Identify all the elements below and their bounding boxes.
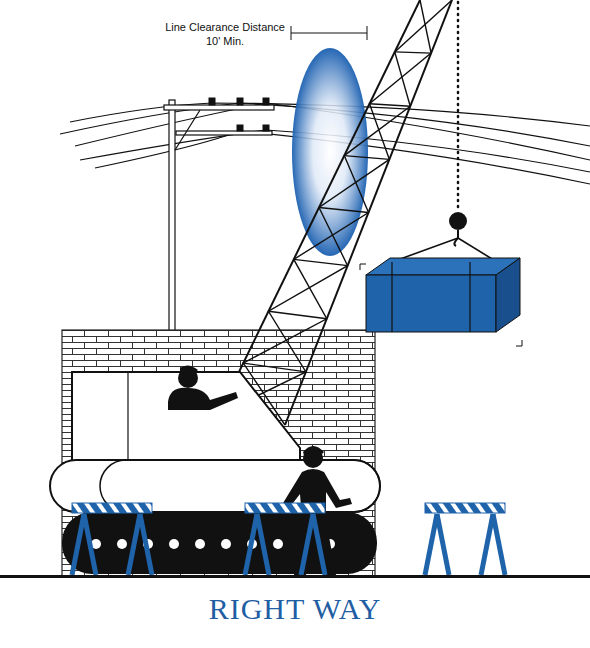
dimension-value-slot: 10' Min. [206,35,244,48]
dimension-value: 10' Min. [206,35,244,48]
crane-cab [72,365,300,462]
dimension-bracket [291,26,367,40]
hook-and-load [360,2,522,346]
crane-boom [218,0,452,425]
dimension-label: Line Clearance Distance [165,21,285,34]
ground-line [0,575,590,578]
barricades [72,503,505,575]
clearance-zone [292,48,368,256]
crawler-tracks [50,460,380,574]
caption: RIGHT WAY [209,592,382,626]
utility-pole [164,98,274,340]
caption-slot: RIGHT WAY [209,592,382,626]
dimension-label-slot: Line Clearance Distance [165,21,285,34]
